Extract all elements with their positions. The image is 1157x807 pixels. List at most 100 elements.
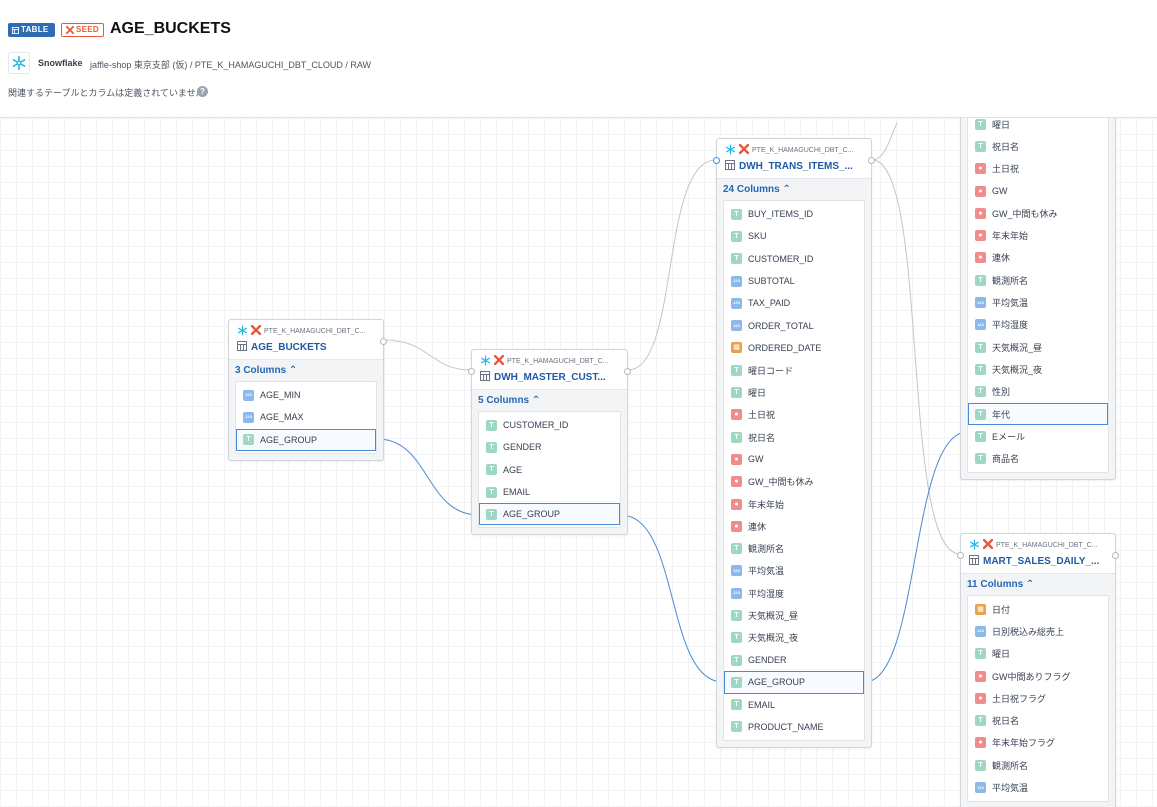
column-row[interactable]: ●GW bbox=[968, 180, 1108, 202]
help-icon[interactable]: ? bbox=[197, 86, 208, 97]
column-row[interactable]: ●GW中間ありフラグ bbox=[968, 665, 1108, 687]
seed-badge-label: SEED bbox=[76, 25, 99, 34]
breadcrumb-path[interactable]: jaffle-shop 東京支部 (仮) / PTE_K_HAMAGUCHI_D… bbox=[90, 60, 372, 70]
lineage-canvas[interactable]: PTE_K_HAMAGUCHI_DBT_C... AGE_BUCKETS 3 C… bbox=[0, 118, 1157, 807]
column-row[interactable]: ●連休 bbox=[968, 247, 1108, 269]
node-age-buckets[interactable]: PTE_K_HAMAGUCHI_DBT_C... AGE_BUCKETS 3 C… bbox=[228, 319, 387, 461]
column-row[interactable]: ▦ORDERED_DATE bbox=[724, 337, 864, 359]
text-type-icon: T bbox=[975, 274, 986, 286]
column-row[interactable]: ●連休 bbox=[724, 515, 864, 537]
column-name: 祝日名 bbox=[992, 141, 1020, 152]
node-output-handle[interactable] bbox=[380, 338, 387, 345]
breadcrumb-database[interactable]: Snowflake bbox=[38, 58, 83, 68]
column-row[interactable]: ●GW bbox=[724, 448, 864, 470]
column-name: EMAIL bbox=[503, 487, 531, 498]
node-mart-sales-daily[interactable]: PTE_K_HAMAGUCHI_DBT_C... MART_SALES_DAIL… bbox=[957, 533, 1119, 807]
node-input-handle[interactable] bbox=[468, 368, 475, 375]
column-name: 年末年始フラグ bbox=[992, 738, 1056, 749]
node-output-handle[interactable] bbox=[624, 368, 631, 375]
column-name: EMAIL bbox=[748, 699, 776, 710]
node-dwh-master-customers[interactable]: PTE_K_HAMAGUCHI_DBT_C... DWH_MASTER_CUST… bbox=[468, 349, 631, 536]
node-input-handle[interactable] bbox=[713, 157, 720, 164]
column-row[interactable]: ●GW_中間も休み bbox=[968, 202, 1108, 224]
snowflake-icon bbox=[237, 325, 248, 337]
column-row[interactable]: ●土日祝 bbox=[724, 404, 864, 426]
boolean-type-icon: ● bbox=[975, 163, 986, 175]
node-output-handle[interactable] bbox=[1112, 552, 1119, 559]
node-input-handle[interactable] bbox=[957, 552, 964, 559]
column-row[interactable]: ●GW_中間も休み bbox=[724, 471, 864, 493]
column-row[interactable]: ●年末年始フラグ bbox=[968, 732, 1108, 754]
number-type-icon: 123 bbox=[731, 587, 742, 599]
columns-toggle[interactable]: 11 Columns ⌃ bbox=[961, 574, 1115, 595]
node-title[interactable]: DWH_MASTER_CUST... bbox=[494, 371, 606, 383]
node-title[interactable]: MART_SALES_DAILY_... bbox=[983, 555, 1100, 567]
column-row[interactable]: ▦日付 bbox=[968, 598, 1108, 620]
column-row[interactable]: ●年末年始 bbox=[968, 224, 1108, 246]
column-row[interactable]: ●土日祝フラグ bbox=[968, 687, 1108, 709]
node-output-handle[interactable] bbox=[868, 157, 875, 164]
chevron-up-icon: ⌃ bbox=[288, 365, 298, 376]
text-type-icon: T bbox=[975, 363, 986, 375]
column-name: AGE_MAX bbox=[260, 412, 304, 423]
node-title[interactable]: DWH_TRANS_ITEMS_... bbox=[739, 160, 853, 172]
columns-toggle[interactable]: 24 Columns ⌃ bbox=[717, 179, 871, 200]
node-dwh-trans-items[interactable]: PTE_K_HAMAGUCHI_DBT_C... DWH_TRANS_ITEMS… bbox=[713, 138, 875, 749]
column-row[interactable]: ●年末年始 bbox=[724, 493, 864, 515]
edge-dwhtrans-mart bbox=[871, 159, 961, 555]
chevron-up-icon: ⌃ bbox=[1025, 579, 1035, 590]
node-title[interactable]: AGE_BUCKETS bbox=[251, 341, 327, 353]
column-row[interactable]: ●土日祝 bbox=[968, 158, 1108, 180]
boolean-type-icon: ● bbox=[975, 207, 986, 219]
columns-toggle[interactable]: 5 Columns ⌃ bbox=[472, 390, 627, 411]
column-name: SKU bbox=[748, 231, 767, 242]
text-type-icon: T bbox=[975, 408, 986, 420]
column-name: GW中間ありフラグ bbox=[992, 671, 1071, 682]
text-type-icon: T bbox=[975, 715, 986, 727]
columns-toggle[interactable]: 3 Columns ⌃ bbox=[229, 360, 383, 381]
